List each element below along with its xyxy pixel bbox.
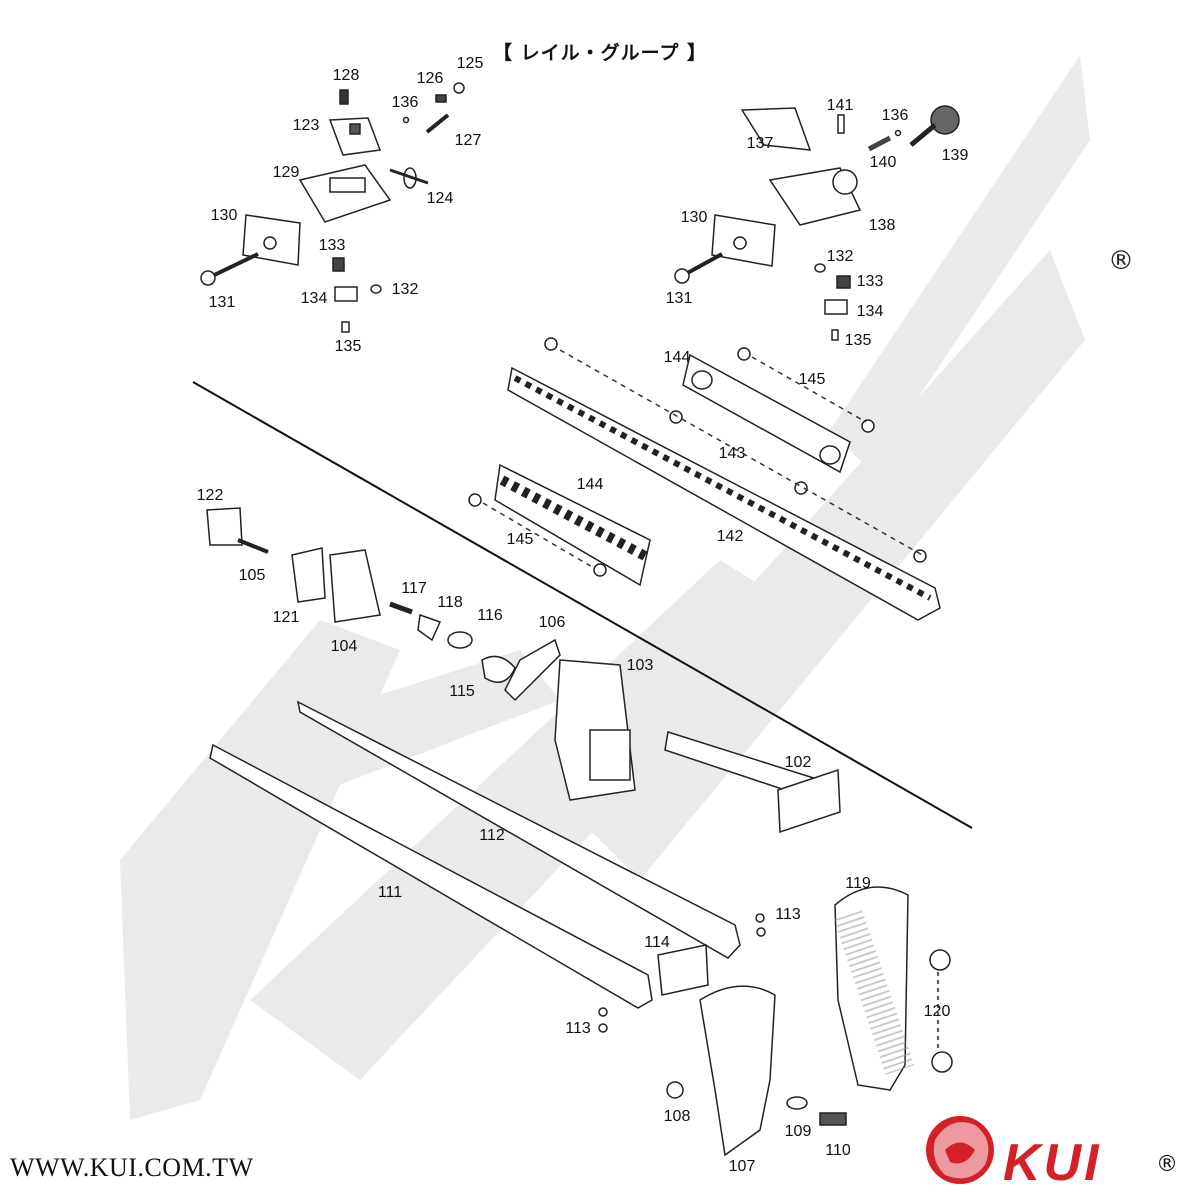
part-number-label: 132: [392, 281, 419, 298]
part-number-label: 140: [870, 154, 897, 171]
part-number-label: 133: [319, 237, 346, 254]
part-number-label: 144: [664, 349, 691, 366]
part-number-label: 113: [775, 906, 801, 923]
rail-section: [468, 337, 941, 621]
part-number-label: 139: [942, 147, 969, 164]
part-number-label: 124: [427, 190, 454, 207]
part-number-label: 106: [539, 614, 566, 631]
part-number-label: 118: [437, 594, 463, 611]
website-url[interactable]: WWW.KUI.COM.TW: [10, 1153, 254, 1182]
part-number-label: 141: [827, 97, 854, 114]
part-number-label: 110: [825, 1142, 851, 1159]
section-divider-line: [192, 381, 973, 829]
part-number-label: 143: [719, 445, 746, 462]
part-number-label: 127: [455, 132, 482, 149]
section-title: 【 レイル・グループ 】: [492, 42, 708, 64]
part-number-label: 134: [301, 290, 328, 307]
part-number-label: 103: [627, 657, 654, 674]
part-number-label: 130: [681, 209, 708, 226]
part-number-label: 133: [857, 273, 884, 290]
part-number-label: 108: [664, 1108, 691, 1125]
part-number-label: 145: [799, 371, 826, 388]
registered-mark: ®: [1108, 246, 1134, 276]
part-number-label: 131: [666, 290, 693, 307]
part-number-label: 115: [449, 683, 475, 700]
rear-sight-assembly-right: [674, 105, 960, 341]
part-number-label: 126: [417, 70, 444, 87]
part-number-label: 136: [392, 94, 419, 111]
part-number-label: 145: [507, 531, 534, 548]
part-number-label: 104: [331, 638, 358, 655]
part-number-label: 132: [827, 248, 854, 265]
part-number-label: 144: [577, 476, 604, 493]
brand-registered-mark: ®: [1156, 1152, 1178, 1177]
part-number-label: 142: [717, 528, 744, 545]
part-number-label: 112: [479, 827, 505, 844]
part-number-label: 120: [924, 1003, 951, 1020]
part-number-label: 131: [209, 294, 236, 311]
part-number-label: 128: [333, 67, 360, 84]
part-number-label: 125: [457, 55, 484, 72]
part-number-label: 121: [273, 609, 300, 626]
part-number-label: 129: [273, 164, 300, 181]
part-number-label: 119: [845, 875, 871, 892]
part-number-label: 102: [785, 754, 812, 771]
part-number-label: 105: [239, 567, 266, 584]
part-number-label: 137: [747, 135, 774, 152]
part-number-label: 116: [477, 607, 503, 624]
part-number-label: 136: [882, 107, 909, 124]
part-number-label: 107: [729, 1158, 756, 1175]
part-number-label: 109: [785, 1123, 812, 1140]
part-number-label: 111: [378, 884, 402, 901]
part-number-label: 138: [869, 217, 896, 234]
part-number-label: 134: [857, 303, 884, 320]
part-number-label: 130: [211, 207, 238, 224]
stock-assembly: [206, 507, 953, 1157]
part-number-label: 135: [335, 338, 362, 355]
part-number-label: 113: [565, 1020, 591, 1037]
part-number-label: 135: [845, 332, 872, 349]
kui-lion-logo-icon: [926, 1116, 994, 1184]
part-number-label: 123: [293, 117, 320, 134]
brand-logo-text: KUI: [1003, 1134, 1102, 1192]
part-number-label: 122: [197, 487, 224, 504]
part-number-label: 117: [401, 580, 427, 597]
rear-sight-assembly-left: [200, 82, 465, 333]
part-number-label: 114: [644, 934, 670, 951]
